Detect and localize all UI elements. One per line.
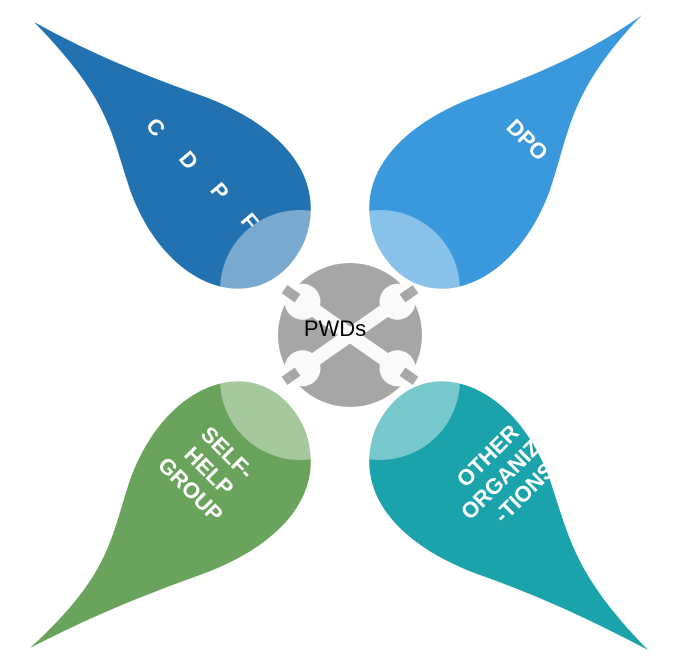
petal-dpo-shape [369, 15, 642, 289]
center-label: PWDs [304, 316, 366, 341]
wrench-cross-icon [281, 283, 419, 387]
petal-self-help-group-shape [30, 381, 311, 648]
petal-cdpf: C D P F [34, 22, 311, 289]
petal-cdpf-highlight [220, 210, 311, 289]
petal-other-organizations-highlight [369, 381, 460, 460]
petal-dpo: DPO [369, 15, 642, 289]
petal-other-organizations-shape [369, 381, 648, 650]
petal-self-help-group: SELF- HELP GROUP [30, 381, 311, 648]
petal-other-organizations: OTHER ORGANIZA -TIONS [369, 381, 648, 650]
petal-cdpf-shape [34, 22, 311, 289]
center-node: PWDs [278, 263, 422, 407]
petal-self-help-group-highlight [220, 381, 311, 460]
petal-dpo-highlight [369, 210, 460, 289]
